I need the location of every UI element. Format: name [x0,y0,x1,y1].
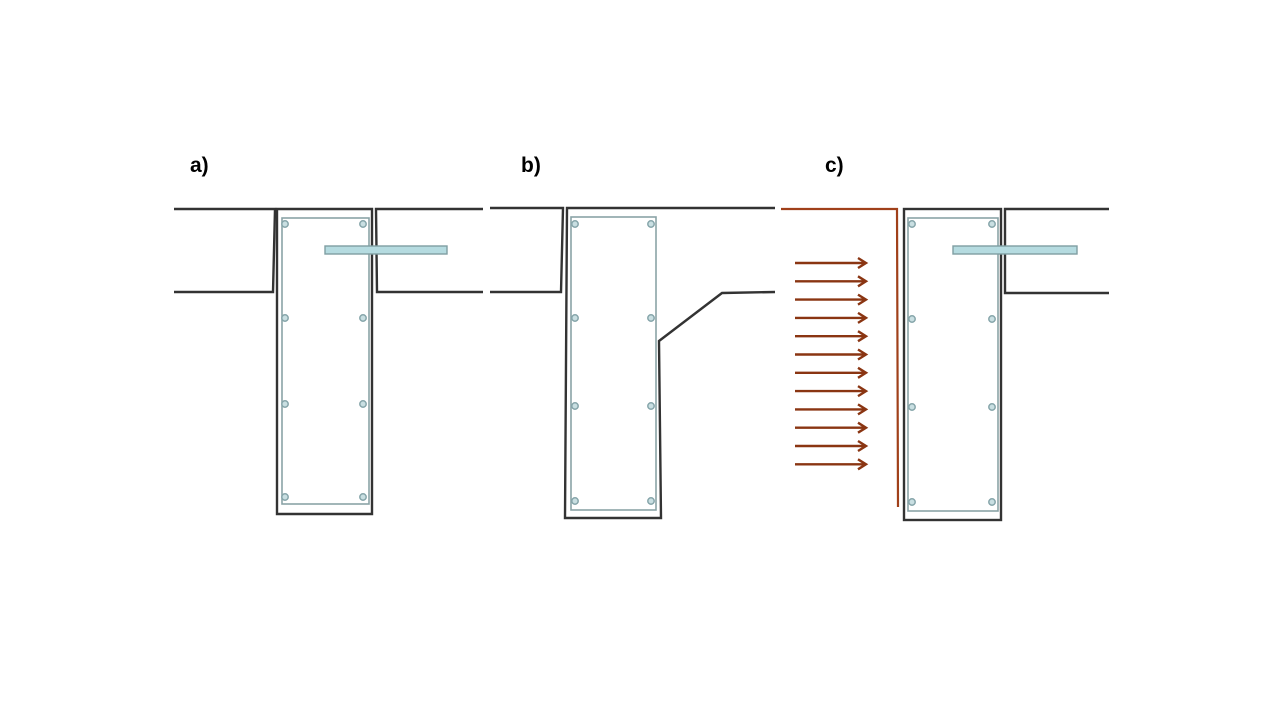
rebar-bar [988,403,996,411]
load-arrow [795,458,869,471]
rebar-bar [571,314,579,322]
rebar-bar [647,497,655,505]
rebar-bar [908,220,916,228]
rebar-bar [647,314,655,322]
rebar-bar [988,498,996,506]
panel-c-label: c) [825,154,844,177]
rebar-bar [908,315,916,323]
load-arrow [795,311,869,324]
rebar-bar [908,498,916,506]
rebar-bar [908,403,916,411]
load-arrow [795,330,869,343]
panel-c [781,207,1109,522]
rebar-bar [359,493,367,501]
beam-outline [275,207,374,516]
rebar-bar [988,315,996,323]
rebar-bar [281,493,289,501]
load-arrow [795,293,869,306]
rebar-bar [647,220,655,228]
load-surface-line [781,207,900,508]
rebar-bar [281,314,289,322]
haunched-beam-outline [563,206,776,520]
load-arrow [795,275,869,288]
load-arrow [795,439,869,453]
load-arrow [795,403,869,416]
rebar-bar [359,314,367,322]
rebar-bars [571,220,655,505]
load-arrow [795,421,869,434]
panel-a-label: a) [190,154,209,177]
rebar-bars [281,220,367,501]
rebar-bar [359,220,367,228]
beam-outline [902,207,1003,522]
left-slab [490,206,565,294]
rebar-bar [988,220,996,228]
connector-plate [324,245,448,255]
rebar-cage [570,216,657,511]
left-slab [174,207,277,294]
rebar-bar [359,400,367,408]
load-arrows [795,256,869,471]
rebar-cage [907,217,999,512]
rebar-cage [281,217,370,505]
load-arrow [795,366,869,379]
rebar-bar [647,402,655,410]
panel-b-label: b) [521,154,541,177]
connector-plate [952,245,1078,255]
rebar-bar [571,497,579,505]
rebar-bar [281,400,289,408]
load-arrow [795,256,869,270]
rebar-bars [908,220,996,506]
rebar-bar [281,220,289,228]
load-arrow [795,385,869,398]
panel-a [174,207,483,516]
rebar-bar [571,220,579,228]
load-arrow [795,348,869,361]
rebar-bar [571,402,579,410]
panel-b [490,206,776,520]
